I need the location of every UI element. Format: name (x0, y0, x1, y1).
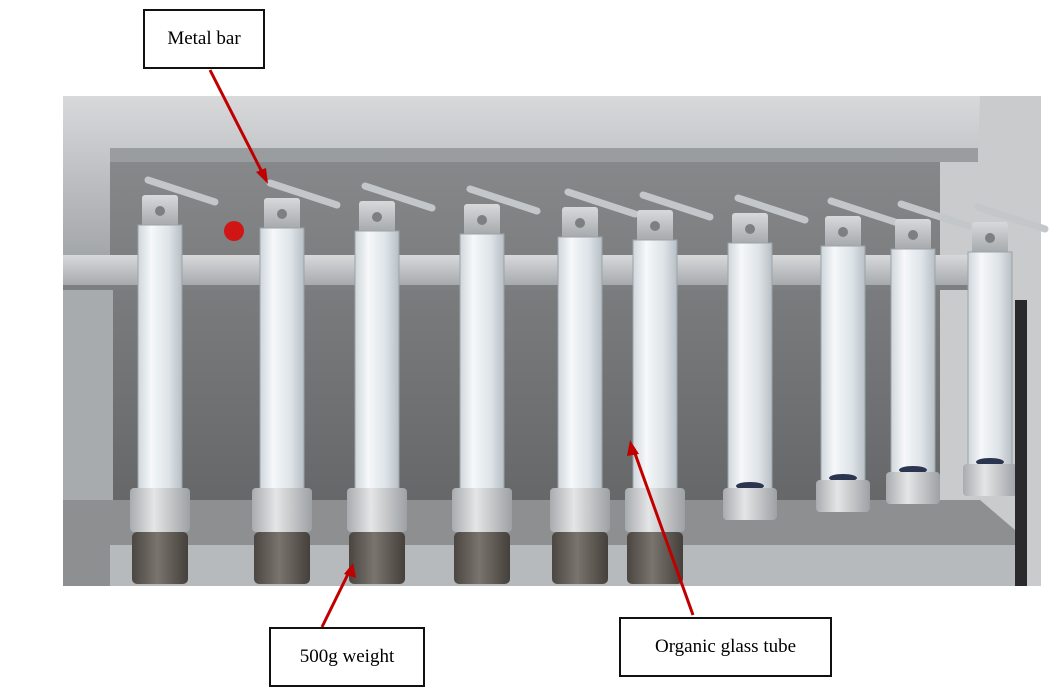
organic-glass-tube (727, 242, 773, 493)
tube-arrow (631, 447, 695, 616)
clamp-screw (155, 206, 165, 216)
metal-bar (466, 185, 541, 215)
tube-arrowhead (627, 440, 639, 456)
clamp-screw (277, 209, 287, 219)
tube-text: Organic glass tube (654, 636, 797, 657)
organic-glass-tube (137, 224, 183, 501)
organic-glass-tube (459, 233, 505, 501)
hood-lip (110, 148, 978, 162)
organic-glass-tube (354, 230, 400, 501)
metal-bar (974, 203, 1049, 233)
red-knob (224, 221, 244, 241)
weight-label: 500g weight (269, 627, 425, 687)
metal-bar (897, 200, 972, 230)
organic-glass-tube (820, 245, 866, 485)
metal-bar-text: Metal bar (167, 28, 241, 49)
tube-base-cap (452, 488, 512, 532)
weight-arrowhead (344, 563, 356, 578)
metal-bar-arrowhead (256, 168, 268, 184)
clamp-screw (985, 233, 995, 243)
tube-base-cap (723, 488, 777, 520)
cross-rail-edge (63, 285, 973, 290)
tube-label: Organic glass tube (619, 617, 832, 677)
organic-glass-tube (890, 248, 936, 477)
tube-base-cap (550, 488, 610, 532)
metal-bar (564, 188, 639, 218)
tube-base-cap (816, 480, 870, 512)
organic-glass-tube (557, 236, 603, 501)
tube-base-cap (252, 488, 312, 532)
metal-bar (361, 182, 436, 212)
metal-bar (827, 197, 902, 227)
tube-base-cap (130, 488, 190, 532)
metal-bar (266, 179, 341, 209)
weight-arrow (320, 569, 352, 628)
tube-base-cap (963, 464, 1017, 496)
organic-glass-tube (967, 251, 1013, 469)
clamp-screw (838, 227, 848, 237)
clamp-screw (745, 224, 755, 234)
organic-glass-tube (259, 227, 305, 501)
clamp-screw (575, 218, 585, 228)
metal-bar-label: Metal bar (143, 9, 265, 69)
metal-bar (639, 191, 714, 221)
metal-bar (734, 194, 809, 224)
tube-base-cap (347, 488, 407, 532)
weight-500g (552, 532, 608, 584)
weight-500g (627, 532, 683, 584)
weight-500g (349, 532, 405, 584)
clamp-screw (372, 212, 382, 222)
weight-500g (254, 532, 310, 584)
metal-bar-arrow (208, 69, 267, 179)
right-post (1015, 300, 1027, 586)
tube-array (130, 176, 1049, 584)
weight-500g (132, 532, 188, 584)
metal-bar (144, 176, 219, 206)
weight-text: 500g weight (299, 646, 395, 667)
top-hood (63, 96, 980, 255)
organic-glass-tube (632, 239, 678, 501)
clamp-screw (477, 215, 487, 225)
clamp-screw (908, 230, 918, 240)
weight-500g (454, 532, 510, 584)
tube-base-cap (886, 472, 940, 504)
clamp-screw (650, 221, 660, 231)
